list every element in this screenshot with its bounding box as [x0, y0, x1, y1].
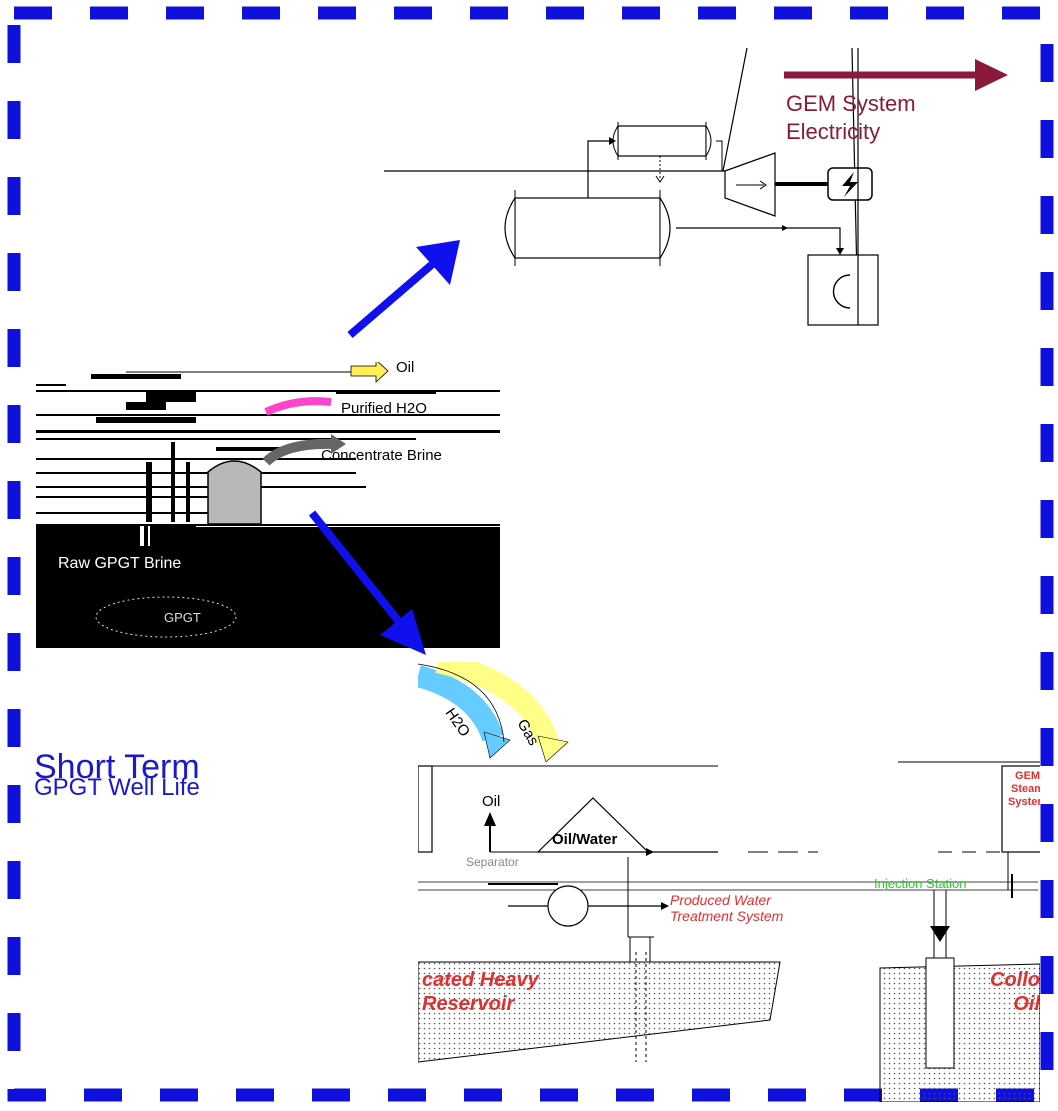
treatment-line1: Produced Water [670, 892, 783, 908]
injection-label: Injection Station [874, 876, 967, 891]
arrow-to-reservoir-icon [300, 505, 440, 665]
arrow-to-power-icon [340, 235, 470, 345]
caption-subtitle: GPGT Well Life [34, 774, 200, 802]
reservoir-left-label: cated Heavy Reservoir [422, 968, 539, 1016]
reservoir-left-line2: Reservoir [422, 992, 539, 1016]
electricity-label: GEM System Electricity [786, 90, 916, 146]
condenser [808, 255, 878, 325]
treatment-line2: Treatment System [670, 908, 783, 924]
flash-drum [613, 122, 711, 182]
generator [828, 168, 872, 200]
gpgt-unit-label: GPGT [164, 610, 201, 625]
raw-brine-label: Raw GPGT Brine [58, 555, 181, 573]
stream-waste-label: Concentrate Brine [321, 447, 442, 464]
stream-oil-label: Oil [396, 359, 414, 376]
stream-water-label: Purified H2O [341, 400, 427, 417]
gem-line2: Steam [1008, 783, 1040, 796]
electricity-line2: Electricity [786, 118, 916, 146]
reservoir-right-line2: Oil [984, 992, 1040, 1016]
gem-steam-label: GEM Steam System [1008, 770, 1040, 809]
electricity-line1: GEM System [786, 90, 916, 118]
gem-line1: GEM [1008, 770, 1040, 783]
reservoir-right-line1: Collo [984, 968, 1040, 992]
separator-drum [505, 190, 670, 266]
reservoir-right-label: Collo Oil [984, 968, 1040, 1016]
separator-side-label: Separator [466, 855, 519, 869]
gem-line3: System [1008, 796, 1040, 809]
reservoir-panel: H2O Gas Oil Oil/Water Separator Produced… [418, 662, 1040, 1102]
separator-label: Oil/Water [552, 831, 617, 848]
turbine [725, 153, 775, 216]
reservoir-left-line1: cated Heavy [422, 968, 539, 992]
oil-label: Oil [482, 793, 500, 810]
treatment-label: Produced Water Treatment System [670, 892, 783, 924]
